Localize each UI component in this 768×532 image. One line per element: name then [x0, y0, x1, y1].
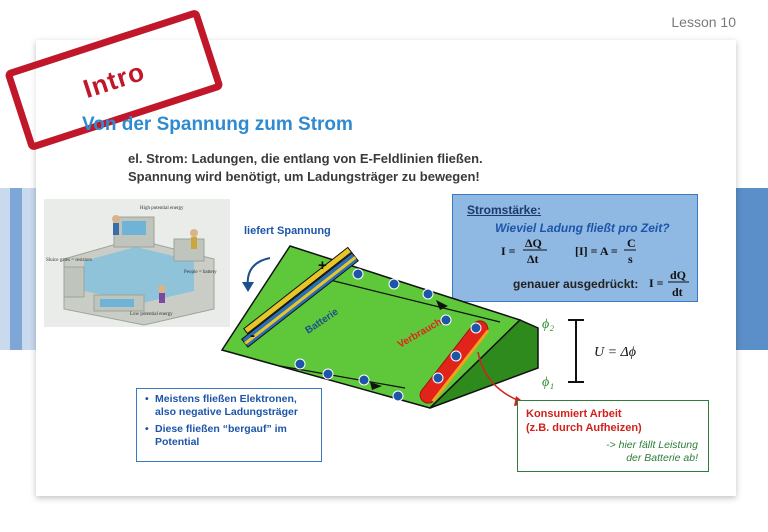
current-heading: Stromstärke:	[467, 203, 542, 217]
charge-7	[432, 372, 444, 384]
slide-title: Von der Spannung zum Strom	[82, 114, 353, 135]
charge-8	[294, 358, 306, 370]
battery-plus: +	[318, 257, 327, 274]
electron-note-box: Meistens fließen Elektronen, also negati…	[136, 388, 322, 462]
wire-bottom-arrow	[370, 382, 382, 390]
charge-10	[358, 374, 370, 386]
work-line-1: Konsumiert Arbeit	[526, 408, 622, 420]
phi-2-label: ϕ₂	[542, 317, 554, 332]
current-formulas: I = ΔQ Δt [I] = A = C s I = dQ dt	[501, 236, 689, 299]
power-line-1: -> hier fällt Leistung	[606, 439, 698, 451]
svg-text:Δt: Δt	[527, 252, 539, 266]
circuit-diagram: + - Batterie Verbraucher ϕ₂ ϕ₁ U = Δϕ	[220, 245, 636, 409]
svg-text:I =: I =	[501, 244, 516, 258]
charge-11	[392, 390, 404, 402]
battery	[241, 246, 359, 348]
label-people: People = battery	[184, 270, 217, 275]
svg-text:dQ: dQ	[670, 268, 686, 282]
slide-subtitle: el. Strom: Ladungen, die entlang von E-F…	[128, 150, 483, 186]
right-side-decoration	[732, 188, 768, 350]
work-line-2: (z.B. durch Aufheizen)	[526, 422, 642, 434]
power-drop-note: -> hier fällt Leistung der Batterie ab!	[582, 439, 698, 465]
wire-bottom	[279, 365, 406, 389]
note-item-2: Diese fließen “bergauf” im Potential	[145, 423, 315, 449]
charge-1	[352, 268, 364, 280]
power-line-2: der Batterie ab!	[626, 452, 698, 464]
svg-text:s: s	[628, 252, 633, 266]
current-definition-box: Stromstärke: Wieviel Ladung fließt pro Z…	[452, 194, 698, 302]
charge-carriers	[294, 268, 482, 402]
supply-voltage-label: liefert Spannung	[244, 225, 331, 237]
subtitle-line-2: Spannung wird benötigt, um Ladungsträger…	[128, 169, 480, 184]
svg-text:I =: I =	[649, 276, 664, 290]
subtitle-line-1: el. Strom: Ladungen, die entlang von E-F…	[128, 151, 483, 166]
left-side-decoration	[0, 188, 36, 350]
board-side	[429, 319, 539, 409]
charge-2	[388, 278, 400, 290]
note-item-1: Meistens fließen Elektronen, also negati…	[145, 393, 315, 419]
phi-1-label: ϕ₁	[542, 375, 554, 390]
charge-4	[440, 314, 452, 326]
label-sluice: Sluice gates = resistors	[46, 258, 92, 263]
exact-label: genauer ausgedrückt:	[513, 277, 639, 291]
voltage-formula: U = Δϕ	[594, 345, 636, 360]
work-text: Konsumiert Arbeit (z.B. durch Aufheizen)	[526, 407, 642, 435]
wire-top-arrow	[436, 300, 448, 310]
svg-text:C: C	[627, 236, 636, 250]
wire-top	[329, 279, 501, 323]
charge-9	[322, 368, 334, 380]
left-accent-bar	[10, 188, 22, 350]
charge-5	[470, 322, 482, 334]
charge-6	[450, 350, 462, 362]
battery-minus: -	[250, 327, 255, 344]
charge-3	[422, 288, 434, 300]
water-analogy-illustration: High potential energy Sluice gates = res…	[44, 199, 230, 327]
supply-arrowhead	[242, 282, 254, 292]
consumer-work-box: Konsumiert Arbeit (z.B. durch Aufheizen)…	[517, 400, 709, 472]
current-question: Wieviel Ladung fließt pro Zeit?	[495, 221, 670, 235]
svg-text:[I] = A =: [I] = A =	[575, 244, 618, 258]
label-high: High potential energy	[140, 206, 184, 211]
svg-text:dt: dt	[672, 285, 683, 299]
lesson-number: Lesson 10	[671, 14, 736, 30]
svg-text:ΔQ: ΔQ	[525, 236, 542, 250]
label-low: Low potential energy	[130, 312, 173, 317]
